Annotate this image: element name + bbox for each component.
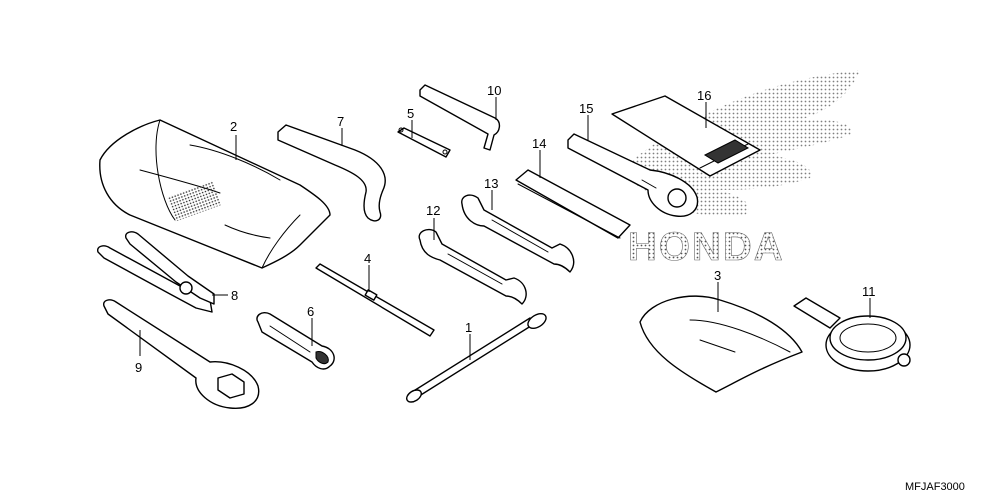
small-pin [397,127,451,158]
pin-spanner [277,124,386,222]
callout-2: 2 [230,119,237,134]
callout-6: 6 [307,304,314,319]
callout-4: 4 [364,251,371,266]
box-wrench [103,299,260,409]
helmet-cable [406,312,547,403]
callout-8: 8 [231,288,238,303]
callout-7: 7 [337,114,344,129]
leader-lines [139,97,871,360]
callout-5: 5 [407,106,414,121]
pliers [97,231,215,313]
callout-14: 14 [532,136,546,151]
tool-pouch [639,295,803,393]
open-end-wrench-12 [418,228,527,305]
callout-9: 9 [135,360,142,375]
screwdriver-handle-strip [515,169,631,239]
ring-wrench [567,133,699,217]
screwdriver-shaft [315,263,435,337]
callout-13: 13 [484,176,498,191]
callout-10: 10 [487,83,501,98]
tire-pressure-gauge [793,297,911,372]
callout-16: 16 [697,88,711,103]
hex-key [419,84,501,151]
callout-3: 3 [714,268,721,283]
callout-15: 15 [579,101,593,116]
tool-bag [99,119,331,269]
callout-11: 11 [862,284,876,299]
diagram-code: MFJAF3000 [905,481,965,493]
honda-logo-text: HONDA [628,225,785,269]
screwdriver-handle [256,312,335,370]
callout-1: 1 [465,320,472,335]
callout-numbers: 1 2 3 4 5 6 7 8 9 10 11 12 13 14 15 16 [135,83,876,375]
owners-manual-card [611,95,761,177]
open-end-wrench-13 [461,194,575,273]
callout-12: 12 [426,203,440,218]
